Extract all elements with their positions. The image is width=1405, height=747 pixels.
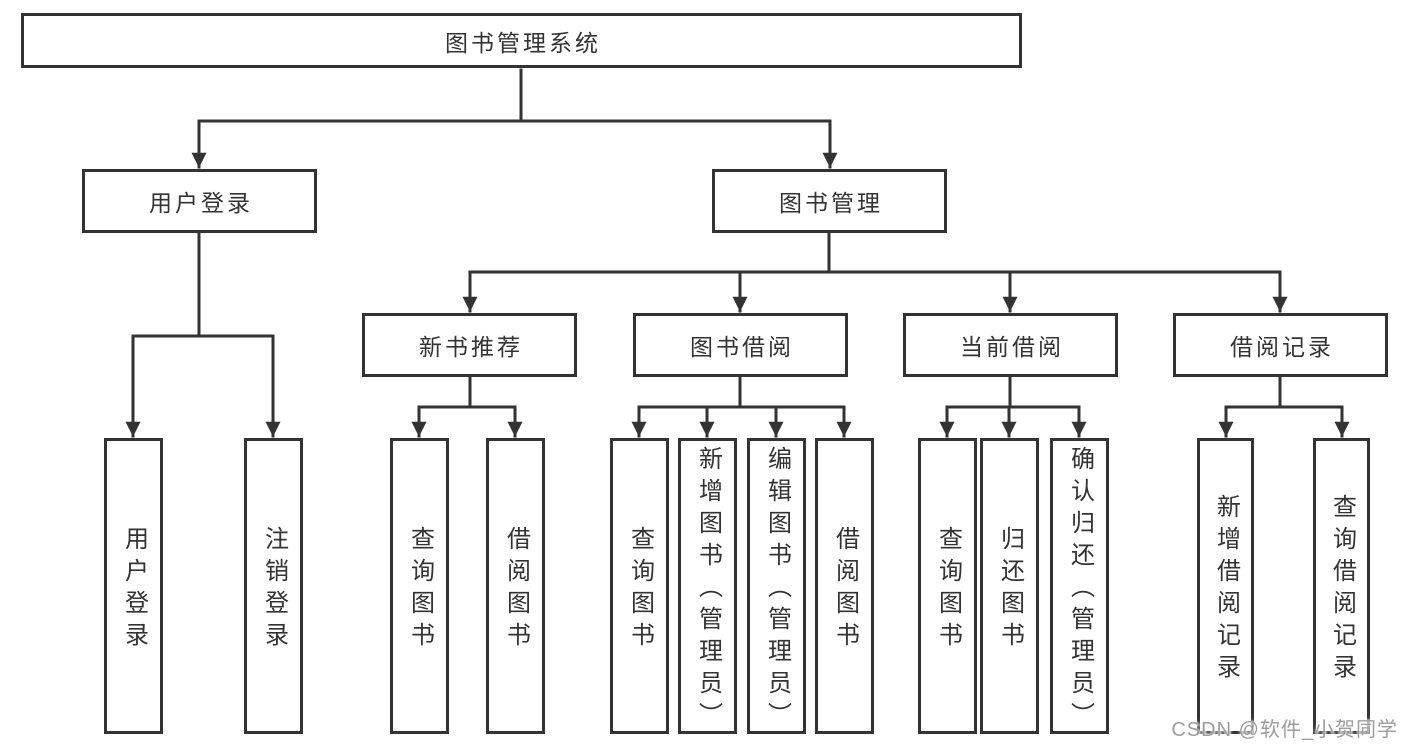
leaf-return-books: 归还图书 (980, 438, 1039, 734)
csdn-watermark: CSDN @软件_小贺同学 (1171, 719, 1398, 741)
node-label: 注销登录 (260, 526, 288, 654)
connector-current-to-leaves (939, 375, 1087, 438)
node-label: 图书管理系统 (445, 29, 601, 56)
leaf-add-books-admin: 新增图书（管理员） (678, 438, 737, 734)
node-label: 用户登录 (149, 190, 253, 216)
node-borrowing-records: 借阅记录 (1173, 313, 1388, 377)
node-book-borrowing: 图书借阅 (633, 313, 848, 377)
node-label: 新增图书（管理员） (694, 446, 722, 734)
node-label: 编辑图书（管理员） (763, 446, 791, 734)
connector-management-to-level3 (462, 231, 1288, 313)
leaf-query-books-borrow: 查询图书 (610, 438, 669, 734)
node-book-management: 图书管理 (712, 169, 947, 233)
node-label: 借阅记录 (1230, 334, 1334, 360)
node-new-book-recommend: 新书推荐 (362, 313, 577, 377)
node-label: 当前借阅 (960, 334, 1064, 360)
connector-records-to-leaves (1218, 375, 1350, 438)
node-label: 确认归还（管理员） (1066, 446, 1094, 734)
leaf-edit-books-admin: 编辑图书（管理员） (747, 438, 806, 734)
node-label: 用户登录 (120, 526, 148, 654)
node-label: 归还图书 (996, 526, 1024, 654)
leaf-borrow-books-recommend: 借阅图书 (486, 438, 545, 734)
connector-borrow-to-leaves (631, 375, 852, 438)
node-label: 新书推荐 (419, 334, 523, 360)
leaf-logout: 注销登录 (244, 438, 303, 734)
node-label: 查询图书 (406, 526, 434, 654)
leaf-confirm-return-admin: 确认归还（管理员） (1050, 438, 1109, 734)
node-label: 图书管理 (779, 190, 883, 216)
leaf-query-books-recommend: 查询图书 (390, 438, 449, 734)
connector-login-to-leaves (125, 231, 281, 438)
node-label: 新增借阅记录 (1212, 494, 1240, 686)
connector-recommend-to-leaves (411, 375, 523, 438)
connector-root-to-level2 (191, 68, 838, 169)
node-library-management-system: 图书管理系统 (21, 13, 1022, 68)
node-label: 查询图书 (626, 526, 654, 654)
leaf-add-borrow-record: 新增借阅记录 (1197, 438, 1254, 734)
node-user-login: 用户登录 (82, 169, 317, 233)
node-label: 查询图书 (934, 526, 962, 654)
node-label: 借阅图书 (502, 526, 530, 654)
node-label: 图书借阅 (690, 334, 794, 360)
node-label: 查询借阅记录 (1328, 494, 1356, 686)
node-label: 借阅图书 (831, 526, 859, 654)
node-current-borrowing: 当前借阅 (903, 313, 1118, 377)
leaf-user-login: 用户登录 (104, 438, 163, 734)
leaf-borrow-books: 借阅图书 (815, 438, 874, 734)
leaf-query-books-current: 查询图书 (918, 438, 977, 734)
leaf-query-borrow-record: 查询借阅记录 (1313, 438, 1370, 734)
